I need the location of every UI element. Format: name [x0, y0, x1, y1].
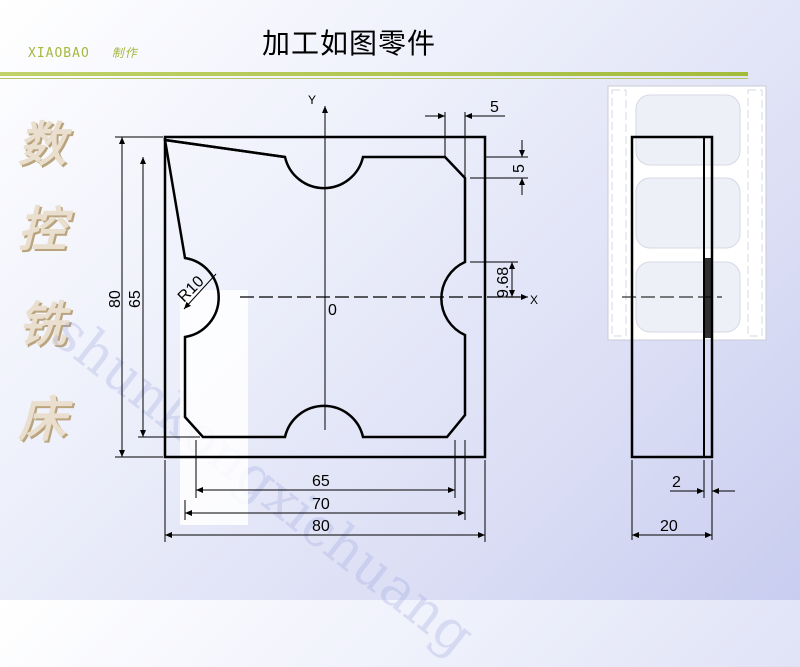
- brand-name: XIAOBAO: [28, 46, 90, 61]
- radius-leader: [183, 273, 217, 310]
- side-title-char-4: 床: [18, 392, 67, 448]
- dim-9-68: 9.68: [495, 267, 512, 298]
- header-rule: [0, 72, 748, 76]
- image-panel: [180, 290, 248, 525]
- dim-80-left: 80: [107, 290, 124, 308]
- side-title-char-1: 数: [18, 117, 67, 173]
- axis-y-label: Y: [308, 93, 316, 107]
- page-title: 加工如图零件: [262, 27, 437, 60]
- origin-label: 0: [328, 302, 337, 319]
- dim-5-horizontal: 5: [490, 99, 499, 116]
- dim-5-vertical: 5: [511, 164, 528, 173]
- part-drawing: Y X 0 R10 65 70 80 80 65 5: [107, 85, 767, 542]
- side-title-char-2: 控: [18, 202, 67, 258]
- dim-20-side: 20: [660, 518, 678, 535]
- dim-65-left: 65: [127, 290, 144, 308]
- axis-x-label: X: [530, 293, 538, 307]
- brand-label: XIAOBAO 制作: [28, 44, 138, 61]
- side-title-char-3: 铣: [18, 297, 67, 353]
- dim-65-bottom: 65: [312, 473, 330, 490]
- inner-contour: [163, 138, 467, 439]
- top-right-dimensions: 5 5 9.68: [425, 99, 528, 298]
- header-rule-thin: [0, 78, 748, 79]
- side-view: 2 20: [607, 85, 767, 540]
- brand-suffix: 制作: [111, 46, 138, 60]
- dim-2-side: 2: [672, 474, 681, 491]
- dim-80-bottom: 80: [312, 518, 330, 535]
- bottom-dimensions: 65 70 80: [164, 440, 486, 542]
- approach-line-top: [164, 138, 286, 159]
- dim-70-bottom: 70: [312, 496, 330, 513]
- left-dimensions: 80 65: [107, 136, 200, 458]
